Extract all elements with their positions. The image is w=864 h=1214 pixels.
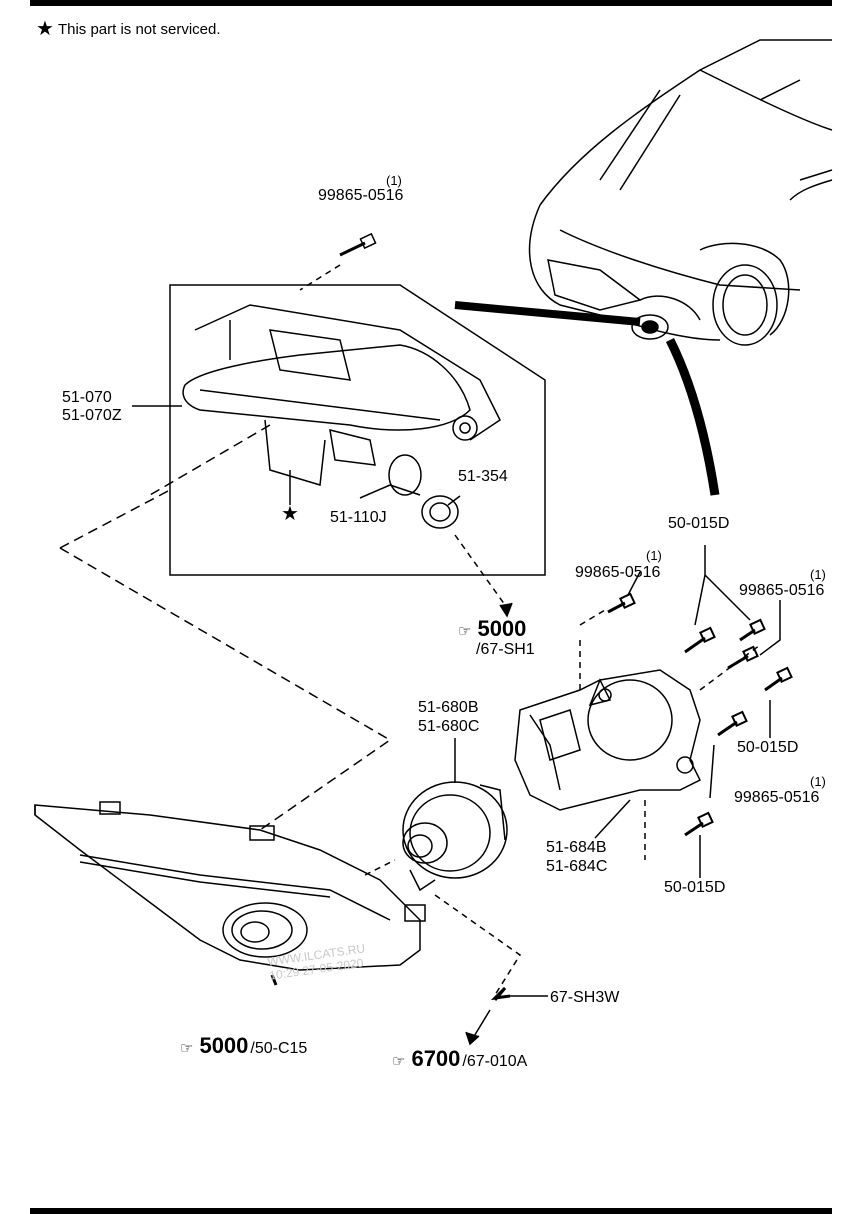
- ref-number: 6700: [411, 1046, 461, 1071]
- book-icon: ☞: [392, 1053, 406, 1070]
- drl-lamp-assembly: [182, 304, 501, 529]
- connector-label: 67-SH3W: [550, 989, 620, 1006]
- locator-arrow-left: [454, 301, 641, 326]
- screw-top-label: 99865-0516: [318, 187, 404, 204]
- screw-lower-leader: [709, 744, 715, 799]
- screw-lower-qty: (1): [810, 774, 826, 789]
- screw-right-label: 99865-0516: [739, 582, 825, 599]
- fog-lamp-label-a: 51-680B: [418, 699, 479, 716]
- screw-right-qty: (1): [810, 567, 826, 582]
- bezel-illustration: [34, 801, 426, 986]
- screw-mid-qty: (1): [646, 548, 662, 563]
- nut-top-leader-b: [704, 574, 751, 621]
- screws-illustration: [607, 592, 793, 837]
- star-icon: ★: [36, 18, 54, 40]
- book-icon: ☞: [180, 1040, 194, 1057]
- connector-arrow-shaft: [472, 1009, 491, 1039]
- bulb-leader: [359, 484, 391, 499]
- screw-top-leader: [299, 264, 341, 291]
- alignment-dash-drl: [149, 424, 271, 496]
- screw-top-qty: (1): [386, 173, 402, 188]
- bulb-label: 51-110J: [330, 509, 387, 526]
- ref-6700[interactable]: ☞ 6700 /67-010A: [392, 1046, 527, 1072]
- ref-sub: /67-010A: [462, 1053, 528, 1070]
- drl-inset-box: [169, 284, 546, 576]
- note-text: This part is not serviced.: [57, 20, 221, 38]
- alignment-dash-upper: [59, 489, 171, 549]
- drl-part-label-b: 51-070Z: [62, 407, 122, 424]
- bulb-socket-label: 51-354: [458, 468, 508, 485]
- not-serviced-note: ★ This part is not serviced.: [36, 19, 221, 39]
- nut-50-015D-mid-label: 50-015D: [737, 739, 799, 756]
- bottom-rule: [30, 1208, 832, 1214]
- bracket-label-b: 51-684C: [546, 858, 608, 875]
- socket-to-ref-leader: [454, 534, 506, 606]
- alignment-dash-left: [59, 547, 392, 831]
- screw-lower-label: 99865-0516: [734, 789, 820, 806]
- bracket-illustration: [514, 669, 702, 811]
- screw-right-leader: [759, 600, 781, 656]
- ref-5000-sh1-sub: /67-SH1: [476, 641, 535, 658]
- star-marker: ★: [281, 503, 299, 525]
- locator-arrow-down: [665, 337, 720, 496]
- car-front-illustration: [528, 39, 833, 346]
- nut-50-015D-bottom-label: 50-015D: [664, 879, 726, 896]
- nut-top-leader: [694, 545, 706, 626]
- fog-lamp-illustration: [402, 781, 508, 892]
- connector-arrow-head: [465, 1031, 480, 1046]
- screw-mid-label: 99865-0516: [575, 564, 661, 581]
- ref-sub: /50-C15: [250, 1040, 308, 1057]
- screw-top-illustration: [339, 232, 377, 257]
- fog-lamp-label-b: 51-680C: [418, 718, 480, 735]
- ref-5000-c15[interactable]: ☞ 5000 /50-C15: [180, 1033, 307, 1059]
- fog-lamp-dash: [364, 859, 396, 876]
- screw-mid-dash: [579, 609, 606, 626]
- ref-number: 5000: [477, 616, 527, 641]
- bracket-label-a: 51-684B: [546, 839, 607, 856]
- connector-illustration: [490, 986, 511, 1001]
- book-icon: ☞: [458, 623, 472, 640]
- top-rule: [30, 0, 832, 6]
- bracket-leader: [594, 799, 631, 839]
- nut-50-015D-top-label: 50-015D: [668, 515, 730, 532]
- drl-part-label-a: 51-070: [62, 389, 112, 406]
- socket-leader: [447, 495, 461, 506]
- connector-dash: [434, 894, 522, 996]
- screw-mid-leader: [627, 571, 641, 596]
- ref-arrow-head: [499, 602, 513, 618]
- ref-number: 5000: [199, 1033, 249, 1058]
- ref-5000-sh1[interactable]: ☞ 5000: [458, 616, 526, 642]
